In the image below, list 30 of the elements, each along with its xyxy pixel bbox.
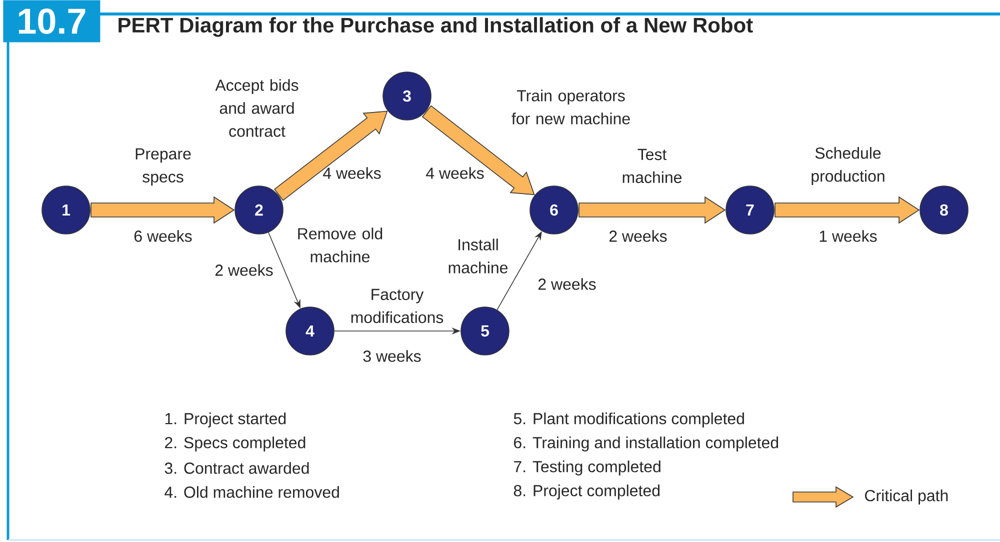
activity-label: Factory modifications <box>351 288 444 324</box>
list-item: 4. Old machine removed <box>164 486 339 498</box>
duration-label: 2 weeks <box>609 230 667 242</box>
duration-label: 2 weeks <box>538 278 596 290</box>
activity-label: Schedule production <box>812 147 884 185</box>
activity-label: Accept bids and award contract <box>215 79 298 137</box>
list-item: 7. Testing completed <box>514 460 660 476</box>
activity-label: Train operators for new machine <box>512 90 630 124</box>
list-item: 8. Project completed <box>514 484 660 500</box>
list-item: 3. Contract awarded <box>164 462 309 474</box>
duration-label: 6 weeks <box>134 230 192 242</box>
figure-number-badge: 10.7 <box>3 0 100 42</box>
activity-label: Prepare specs <box>136 148 191 186</box>
list-item: 1. Project started <box>165 412 286 428</box>
list-item: 6. Training and installation completed <box>514 436 778 452</box>
block-arrow <box>578 196 726 224</box>
activity-label: Install machine <box>448 238 508 274</box>
duration-label: 4 weeks <box>426 167 484 179</box>
duration-label: 1 weeks <box>820 230 877 242</box>
block-arrow <box>90 196 235 224</box>
list-item: 5. Plant modifications completed <box>514 412 744 428</box>
duration-label: 3 weeks <box>363 350 421 362</box>
list-item: 2. Specs completed <box>165 436 306 452</box>
duration-label: 4 weeks <box>323 167 381 179</box>
activity-label: Test machine <box>622 148 682 184</box>
duration-label: 2 weeks <box>215 264 273 276</box>
block-arrow <box>774 196 920 224</box>
title: PERT Diagram for the Purchase and Installation of a New Robot <box>118 17 753 37</box>
activity-label: Remove old machine <box>298 228 382 262</box>
legend-label: Critical path <box>865 490 948 504</box>
